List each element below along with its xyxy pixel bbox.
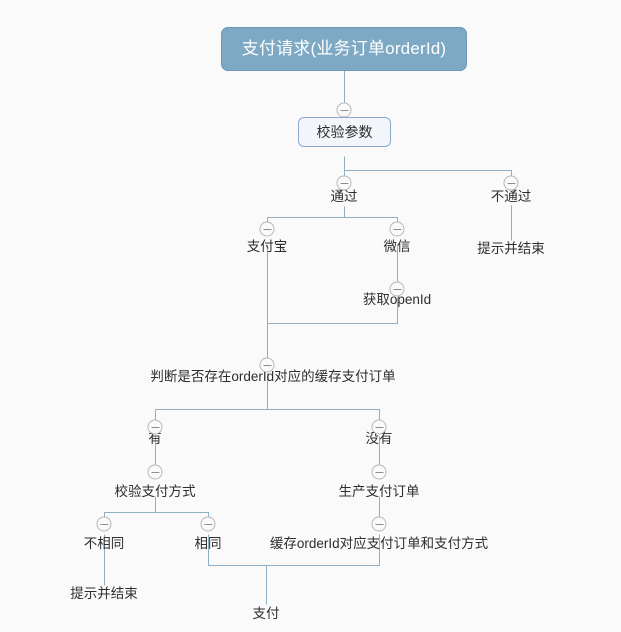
node-has-cache[interactable]: 有: [148, 431, 162, 446]
collapse-minus-circle-icon-verify-method[interactable]: [147, 464, 163, 480]
node-fail[interactable]: 不通过: [490, 189, 532, 204]
collapse-minus-circle-icon-alipay[interactable]: [259, 221, 275, 237]
collapse-minus-circle-icon-check-cache[interactable]: [259, 357, 275, 373]
collapse-minus-circle-icon-pass[interactable]: [336, 175, 352, 191]
node-cache-order-and-method[interactable]: 缓存orderId对应支付订单和支付方式: [269, 536, 489, 551]
node-pass[interactable]: 通过: [330, 189, 358, 204]
node-alipay[interactable]: 支付宝: [246, 239, 288, 254]
collapse-minus-circle-icon-not-same[interactable]: [96, 516, 112, 532]
node-create-payment-order[interactable]: 生产支付订单: [338, 484, 420, 499]
node-validate-params[interactable]: 校验参数: [298, 117, 391, 147]
node-not-same[interactable]: 不相同: [83, 536, 125, 551]
node-check-cached-order[interactable]: 判断是否存在orderId对应的缓存支付订单: [150, 369, 396, 384]
node-notsame-prompt-end[interactable]: 提示并结束: [70, 586, 138, 601]
node-same[interactable]: 相同: [194, 536, 222, 551]
node-get-openid[interactable]: 获取openId: [362, 292, 432, 307]
collapse-minus-circle-icon-same[interactable]: [200, 516, 216, 532]
edge-validate-split-right: [344, 156, 512, 191]
collapse-minus-circle-icon-no-cache[interactable]: [371, 419, 387, 435]
node-wechat[interactable]: 微信: [383, 239, 411, 254]
collapse-minus-circle-icon-wechat[interactable]: [389, 221, 405, 237]
node-payment-request-root[interactable]: 支付请求(业务订单orderId): [221, 27, 467, 71]
collapse-minus-circle-icon-openid[interactable]: [389, 281, 405, 297]
node-no-cache[interactable]: 没有: [365, 431, 393, 446]
node-verify-payment-method[interactable]: 校验支付方式: [114, 484, 196, 499]
edge-verify-to-notsame: [104, 496, 156, 519]
node-pay[interactable]: 支付: [252, 606, 280, 621]
collapse-minus-circle-icon-fail[interactable]: [503, 175, 519, 191]
collapse-minus-circle-icon-validate[interactable]: [336, 102, 352, 118]
edge-verify-to-same: [155, 512, 209, 519]
edge-check-to-none: [267, 409, 380, 421]
collapse-minus-circle-icon-create-order[interactable]: [371, 464, 387, 480]
collapse-minus-circle-icon-has-cache[interactable]: [147, 419, 163, 435]
collapse-minus-circle-icon-cache-order[interactable]: [371, 516, 387, 532]
edge-pass-to-alipay: [267, 206, 345, 229]
node-fail-prompt-end[interactable]: 提示并结束: [477, 241, 545, 256]
edge-merge-to-check-cache: [267, 244, 398, 324]
